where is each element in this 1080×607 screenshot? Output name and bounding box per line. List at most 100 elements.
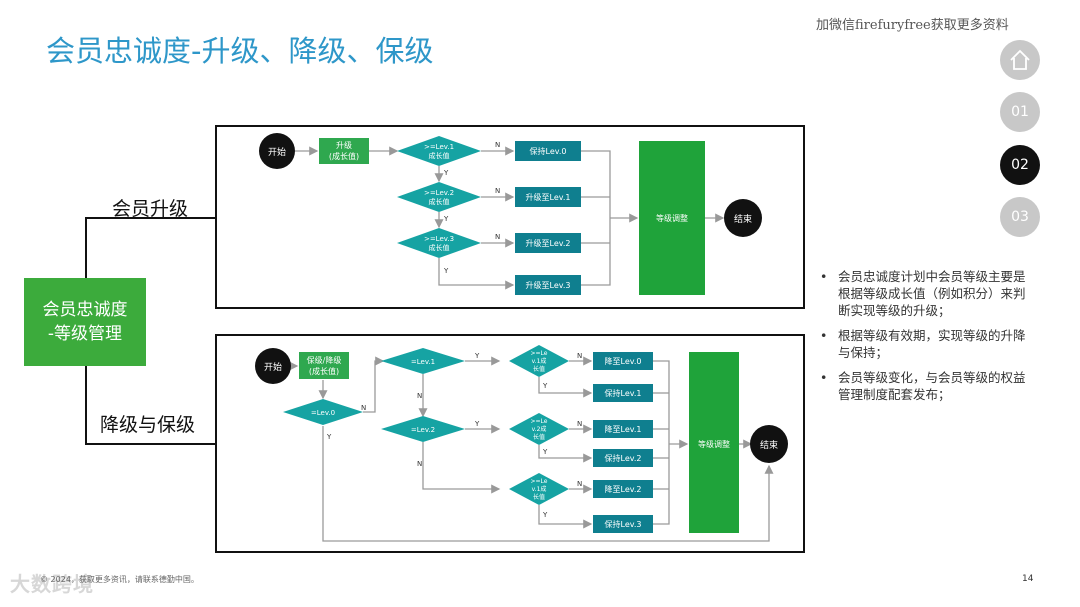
nav-item-label: 01 bbox=[1011, 104, 1029, 120]
node-label: 降至Lev.2 bbox=[605, 484, 642, 494]
upgrade-start-node: 开始 bbox=[259, 133, 295, 169]
downgrade-label: 降级与保级 bbox=[100, 414, 196, 436]
downgrade-subdecision-1: >=Le v.1成 长值 bbox=[509, 345, 569, 377]
downgrade-start-node: 开始 bbox=[255, 348, 291, 384]
node-label: 成长值 bbox=[429, 197, 450, 206]
downgrade-decision-2: =Lev.2 bbox=[381, 416, 465, 442]
node-label: 升级至Lev.3 bbox=[526, 280, 571, 290]
downgrade-result-4: 降至Lev.2 bbox=[593, 480, 653, 498]
node-label: v.2成 bbox=[532, 425, 547, 433]
upgrade-result-1: 升级至Lev.1 bbox=[515, 187, 581, 207]
downgrade-decision-0: =Lev.0 bbox=[283, 399, 363, 425]
watermark-text: 加微信firefuryfree获取更多资料 bbox=[816, 18, 1009, 33]
edge-label-no: N bbox=[417, 392, 422, 400]
node-label: 长值 bbox=[533, 433, 545, 441]
downgrade-result-1: 保持Lev.1 bbox=[593, 384, 653, 402]
edge-label-yes: Y bbox=[542, 511, 548, 519]
upgrade-action-node: 升级 (成长值) bbox=[319, 138, 369, 164]
upgrade-decision-2: >=Lev.2 成长值 bbox=[397, 182, 481, 212]
box-line: -等级管理 bbox=[47, 324, 123, 344]
edge-label-yes: Y bbox=[443, 169, 449, 177]
upgrade-flowchart: 开始 升级 (成长值) >=Lev.1 成长值 >=Lev.2 成长值 >=Le… bbox=[259, 133, 762, 295]
upgrade-result-2: 升级至Lev.2 bbox=[515, 233, 581, 253]
page-number: 14 bbox=[1022, 574, 1034, 584]
edge-label-yes: Y bbox=[474, 420, 480, 428]
node-label: 降至Lev.0 bbox=[605, 356, 642, 366]
edge-label-yes: Y bbox=[443, 215, 449, 223]
upgrade-adjust-node: 等级调整 bbox=[639, 141, 705, 295]
edge-label-no: N bbox=[577, 480, 582, 488]
node-label: 保持Lev.0 bbox=[530, 146, 567, 156]
node-label: 保持Lev.3 bbox=[605, 519, 642, 529]
node-label: 保持Lev.1 bbox=[605, 388, 642, 398]
upgrade-result-3: 升级至Lev.3 bbox=[515, 275, 581, 295]
node-label: >=Lev.1 bbox=[424, 143, 454, 151]
bullet-item: 会员忠诚度计划中会员等级主要是根据等级成长值（例如积分）来判断实现等级的升级； bbox=[834, 268, 1033, 319]
nav-item-label: 03 bbox=[1011, 209, 1029, 225]
home-nav-button[interactable] bbox=[1000, 40, 1040, 80]
node-label: 开始 bbox=[268, 146, 286, 158]
node-label: 成长值 bbox=[429, 243, 450, 252]
node-label: >=Lev.2 bbox=[424, 189, 454, 197]
downgrade-result-0: 降至Lev.0 bbox=[593, 352, 653, 370]
edge-label-no: N bbox=[417, 460, 422, 468]
node-label: 升级至Lev.2 bbox=[526, 238, 571, 248]
footer-copyright: © 2024，获取更多资讯，请联系德勤中国。 bbox=[40, 575, 199, 584]
downgrade-subdecision-3: >=Le v.1成 长值 bbox=[509, 473, 569, 505]
edge-label-yes: Y bbox=[542, 382, 548, 390]
downgrade-result-2: 降至Lev.1 bbox=[593, 420, 653, 438]
node-label: v.1成 bbox=[532, 357, 547, 365]
edge-label-yes: Y bbox=[474, 352, 480, 360]
upgrade-decision-3: >=Lev.3 成长值 bbox=[397, 228, 481, 258]
downgrade-result-5: 保持Lev.3 bbox=[593, 515, 653, 533]
box-line: 会员忠诚度 bbox=[42, 300, 128, 320]
downgrade-action-node: 保级/降级 (成长值) bbox=[299, 352, 349, 379]
node-label: 降至Lev.1 bbox=[605, 424, 642, 434]
node-label: (成长值) bbox=[329, 151, 359, 161]
node-label: 结束 bbox=[760, 439, 778, 451]
watermark-logo: 大数跨境 bbox=[10, 572, 94, 596]
node-label: 结束 bbox=[734, 213, 752, 225]
node-label: >=Le bbox=[531, 350, 548, 357]
downgrade-result-3: 保持Lev.2 bbox=[593, 449, 653, 467]
node-label: >=Lev.3 bbox=[424, 235, 454, 243]
node-label: 等级调整 bbox=[698, 439, 730, 449]
node-label: (成长值) bbox=[309, 366, 339, 376]
home-icon bbox=[1010, 49, 1030, 70]
node-label: 保持Lev.2 bbox=[605, 453, 642, 463]
upgrade-end-node: 结束 bbox=[724, 199, 762, 237]
node-label: >=Le bbox=[531, 478, 548, 485]
edge-label-yes: Y bbox=[542, 448, 548, 456]
downgrade-flowchart: 开始 保级/降级 (成长值) =Lev.0 =Lev.1 =Lev.2 >=Le… bbox=[255, 345, 788, 542]
nav-item-03[interactable]: 03 bbox=[1000, 197, 1040, 237]
downgrade-subdecision-2: >=Le v.2成 长值 bbox=[509, 413, 569, 445]
upgrade-decision-1: >=Lev.1 成长值 bbox=[397, 136, 481, 166]
node-label: 长值 bbox=[533, 493, 545, 501]
bullet-item: 根据等级有效期，实现等级的升降与保持； bbox=[834, 327, 1033, 361]
node-label: 保级/降级 bbox=[307, 355, 342, 365]
page-title: 会员忠诚度-升级、降级、保级 bbox=[46, 34, 434, 68]
upgrade-result-0: 保持Lev.0 bbox=[515, 141, 581, 161]
node-label: 等级调整 bbox=[656, 213, 688, 223]
node-label: =Lev.2 bbox=[411, 426, 435, 434]
node-label: =Lev.1 bbox=[411, 358, 435, 366]
nav-item-02[interactable]: 02 bbox=[1000, 145, 1040, 185]
node-label: v.1成 bbox=[532, 485, 547, 493]
edge-label-yes: Y bbox=[326, 433, 332, 441]
nav-item-01[interactable]: 01 bbox=[1000, 92, 1040, 132]
node-label: >=Le bbox=[531, 418, 548, 425]
edge-label-no: N bbox=[495, 233, 500, 241]
loyalty-tier-box: 会员忠诚度 -等级管理 bbox=[24, 278, 146, 366]
downgrade-end-node: 结束 bbox=[750, 425, 788, 463]
node-label: =Lev.0 bbox=[311, 409, 335, 417]
edge-label-no: N bbox=[577, 352, 582, 360]
bullet-notes: 会员忠诚度计划中会员等级主要是根据等级成长值（例如积分）来判断实现等级的升级； … bbox=[818, 268, 1033, 411]
upgrade-flow-panel bbox=[215, 125, 805, 309]
edge-label-no: N bbox=[577, 420, 582, 428]
edge-label-no: N bbox=[495, 187, 500, 195]
node-label: 长值 bbox=[533, 365, 545, 373]
node-label: 开始 bbox=[264, 361, 282, 373]
downgrade-decision-1: =Lev.1 bbox=[381, 348, 465, 374]
nav-item-label: 02 bbox=[1011, 157, 1029, 173]
edge-label-yes: Y bbox=[443, 267, 449, 275]
